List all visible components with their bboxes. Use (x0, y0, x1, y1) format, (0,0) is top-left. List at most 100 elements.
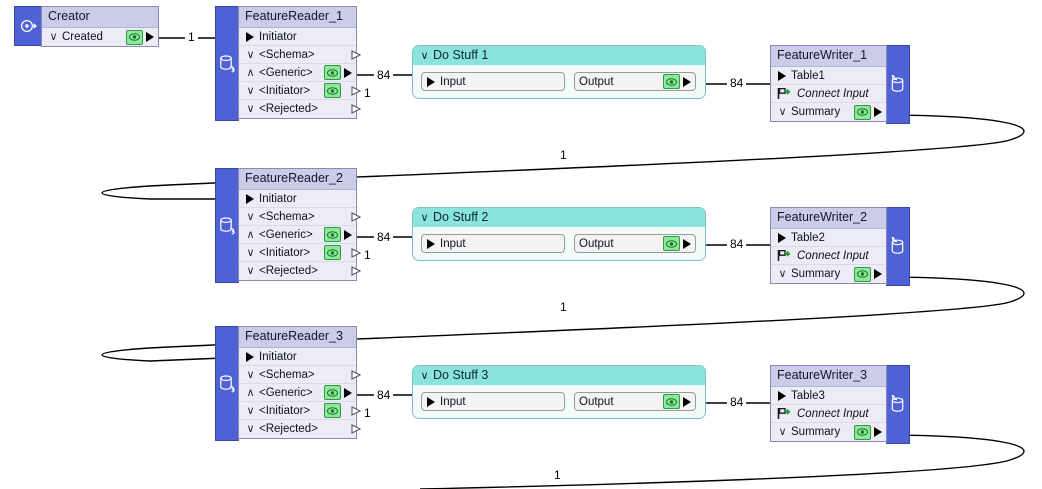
reader-port-initiator-in[interactable]: Initiator (239, 190, 356, 208)
input-port-icon[interactable] (246, 351, 254, 362)
reader-port-rejected[interactable]: ∨ <Rejected> (239, 262, 361, 280)
output-port-hollow-icon[interactable] (344, 49, 361, 60)
eye-icon[interactable] (324, 227, 341, 242)
writer-port-table[interactable]: Table1 (771, 67, 886, 85)
output-port-icon[interactable] (683, 238, 691, 249)
chevron-down-icon[interactable]: ∨ (49, 30, 58, 43)
reader-port-initiator-in[interactable]: Initiator (239, 28, 356, 46)
output-port-icon[interactable] (344, 67, 352, 78)
output-port-hollow-icon[interactable] (344, 85, 361, 96)
output-port-hollow-icon[interactable] (344, 211, 361, 222)
chevron-down-icon[interactable]: ∨ (246, 367, 255, 381)
group-output-port-1[interactable]: Output (574, 72, 696, 91)
input-port-icon[interactable] (427, 396, 435, 407)
chevron-down-icon[interactable]: ∨ (246, 422, 255, 435)
writer-port-summary[interactable]: ∨ Summary (771, 265, 886, 283)
writer-port-summary[interactable]: ∨ Summary (771, 423, 886, 441)
chevron-down-icon[interactable]: ∨ (778, 105, 787, 118)
chevron-down-icon[interactable]: ∨ (246, 83, 255, 97)
group-input-port-2[interactable]: Input (421, 234, 565, 253)
reader-port-initiator-out[interactable]: ∨ <Initiator> (239, 244, 361, 262)
creator-port-created[interactable]: ∨ Created (42, 28, 158, 46)
input-port-icon[interactable] (427, 76, 435, 87)
writer-port-table[interactable]: Table2 (771, 229, 886, 247)
eye-icon[interactable] (324, 65, 341, 80)
group-do-stuff-3[interactable]: ∨ Do Stuff 3 Input Output (412, 365, 706, 419)
output-port-icon[interactable] (683, 396, 691, 407)
writer-port-summary[interactable]: ∨ Summary (771, 103, 886, 121)
reader-port-rejected[interactable]: ∨ <Rejected> (239, 420, 361, 438)
reader-port-generic[interactable]: ∧ <Generic> (239, 226, 356, 244)
chevron-up-icon[interactable]: ∧ (246, 385, 255, 399)
eye-icon[interactable] (854, 424, 871, 440)
eye-icon[interactable] (854, 266, 871, 282)
group-do-stuff-1[interactable]: ∨ Do Stuff 1 Input Output (412, 45, 706, 99)
input-port-icon[interactable] (246, 193, 254, 204)
wire-label-writer2-to-reader3: 1 (557, 301, 570, 314)
output-port-icon[interactable] (874, 427, 882, 437)
eye-icon[interactable] (324, 83, 341, 98)
chevron-down-icon[interactable]: ∨ (246, 264, 255, 277)
chevron-down-icon[interactable]: ∨ (246, 403, 255, 417)
output-port-icon[interactable] (874, 107, 882, 117)
chevron-down-icon[interactable]: ∨ (420, 369, 429, 382)
chevron-up-icon[interactable]: ∧ (246, 227, 255, 241)
writer-port-table[interactable]: Table3 (771, 387, 886, 405)
writer-connect-input[interactable]: Connect Input (771, 85, 886, 103)
reader-port-generic[interactable]: ∧ <Generic> (239, 64, 356, 82)
wire-label-generic-to-input-3: 84 (374, 389, 394, 402)
reader-port-generic[interactable]: ∧ <Generic> (239, 384, 356, 402)
eye-icon[interactable] (324, 385, 341, 400)
reader-port-initiator-out[interactable]: ∨ <Initiator> (239, 82, 361, 100)
chevron-down-icon[interactable]: ∨ (246, 47, 255, 61)
eye-icon[interactable] (324, 245, 341, 260)
chevron-down-icon[interactable]: ∨ (246, 102, 255, 115)
eye-icon[interactable] (324, 403, 341, 418)
output-port-hollow-icon[interactable] (344, 424, 361, 434)
reader-port-initiator-in[interactable]: Initiator (239, 348, 356, 366)
group-do-stuff-2[interactable]: ∨ Do Stuff 2 Input Output (412, 207, 706, 261)
input-port-icon[interactable] (778, 232, 786, 243)
reader-port-rejected[interactable]: ∨ <Rejected> (239, 100, 361, 118)
output-port-icon[interactable] (344, 229, 352, 240)
input-port-icon[interactable] (778, 390, 786, 401)
chevron-down-icon[interactable]: ∨ (246, 245, 255, 259)
group-input-port-3[interactable]: Input (421, 392, 565, 411)
eye-icon[interactable] (854, 104, 871, 120)
chevron-down-icon[interactable]: ∨ (778, 267, 787, 280)
writer-connect-input[interactable]: Connect Input (771, 405, 886, 423)
output-port-hollow-icon[interactable] (344, 247, 361, 258)
group-header[interactable]: ∨ Do Stuff 2 (413, 208, 705, 227)
input-port-icon[interactable] (778, 70, 786, 81)
reader-port-initiator-out[interactable]: ∨ <Initiator> (239, 402, 361, 420)
chevron-down-icon[interactable]: ∨ (420, 211, 429, 224)
output-port-hollow-icon[interactable] (344, 369, 361, 380)
input-port-icon[interactable] (246, 31, 254, 42)
eye-icon[interactable] (126, 29, 143, 45)
reader-port-schema[interactable]: ∨ <Schema> (239, 208, 361, 226)
eye-icon[interactable] (663, 236, 680, 251)
eye-icon[interactable] (663, 74, 680, 89)
group-output-port-3[interactable]: Output (574, 392, 696, 411)
writer-connect-input[interactable]: Connect Input (771, 247, 886, 265)
output-port-icon[interactable] (683, 76, 691, 87)
output-port-hollow-icon[interactable] (344, 405, 361, 416)
group-input-port-1[interactable]: Input (421, 72, 565, 91)
output-port-hollow-icon[interactable] (344, 104, 361, 114)
chevron-down-icon[interactable]: ∨ (778, 425, 787, 438)
group-header[interactable]: ∨ Do Stuff 3 (413, 366, 705, 385)
chevron-up-icon[interactable]: ∧ (246, 65, 255, 79)
group-output-port-2[interactable]: Output (574, 234, 696, 253)
output-port-hollow-icon[interactable] (344, 266, 361, 276)
output-port-icon[interactable] (874, 269, 882, 279)
eye-icon[interactable] (663, 394, 680, 409)
output-port-icon[interactable] (146, 32, 154, 42)
output-port-icon[interactable] (344, 387, 352, 398)
group-header[interactable]: ∨ Do Stuff 1 (413, 46, 705, 65)
chevron-down-icon[interactable]: ∨ (246, 209, 255, 223)
reader-port-schema[interactable]: ∨ <Schema> (239, 46, 361, 64)
input-port-icon[interactable] (427, 238, 435, 249)
reader-port-schema[interactable]: ∨ <Schema> (239, 366, 361, 384)
chevron-down-icon[interactable]: ∨ (420, 49, 429, 62)
